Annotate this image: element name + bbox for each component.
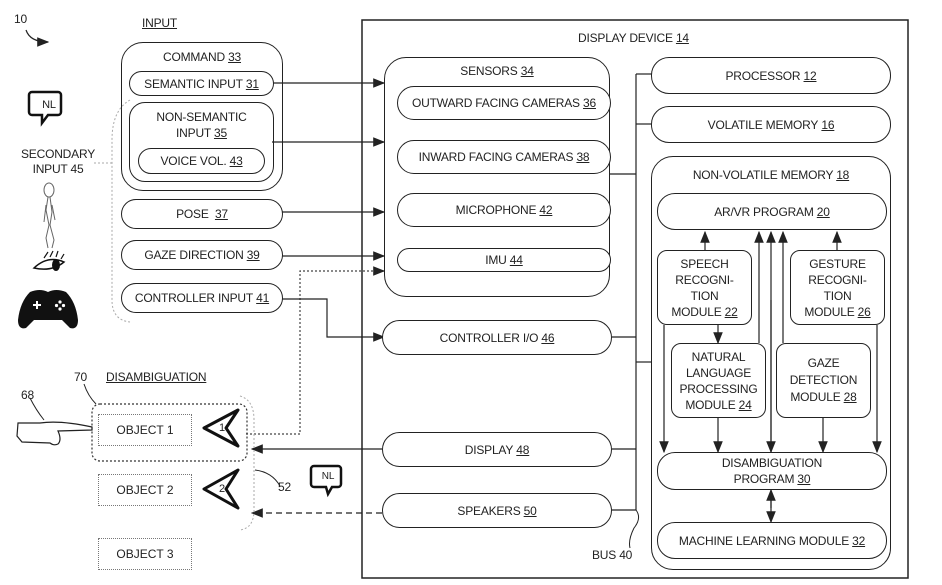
figure-ref-number: 10	[14, 12, 27, 26]
microphone[interactable]: MICROPHONE 42	[397, 193, 611, 227]
marker-2-label: 2	[219, 483, 225, 495]
objects-bracket	[239, 395, 255, 531]
inward-cameras[interactable]: INWARD FACING CAMERAS 38	[397, 140, 611, 174]
machine-learning-module[interactable]: MACHINE LEARNING MODULE 32	[657, 522, 887, 559]
non-semantic-input[interactable]: NON-SEMANTIC INPUT 35	[129, 102, 274, 182]
gesture-recognition-module[interactable]: GESTURE RECOGNI- TION MODULE 26	[790, 250, 885, 325]
object-2[interactable]: OBJECT 2	[98, 474, 192, 506]
semantic-input[interactable]: SEMANTIC INPUT 31	[129, 71, 274, 96]
imu[interactable]: IMU 44	[397, 248, 611, 272]
nl-speech-icon-right	[309, 464, 343, 498]
speech-recognition-module[interactable]: SPEECH RECOGNI- TION MODULE 22	[657, 250, 752, 325]
gamepad-icon	[18, 290, 78, 329]
ref-68: 68	[21, 388, 34, 402]
gaze-direction-input[interactable]: GAZE DIRECTION 39	[121, 240, 283, 270]
display[interactable]: DISPLAY 48	[382, 432, 612, 467]
nl-speech-icon-left	[27, 90, 63, 127]
object-3[interactable]: OBJECT 3	[98, 538, 192, 570]
controller-io[interactable]: CONTROLLER I/O 46	[382, 320, 612, 355]
display-device-frame	[361, 19, 909, 579]
secondary-input-label: SECONDARY INPUT 45	[21, 147, 95, 176]
bus-label: BUS 40	[592, 548, 633, 562]
command-label: COMMAND 33	[162, 50, 242, 64]
nl-badge-right: NL	[321, 471, 335, 482]
sensors-label: SENSORS 34	[460, 64, 534, 78]
controller-to-io	[282, 298, 386, 342]
object1-highlight	[91, 403, 248, 462]
non-semantic-label: NON-SEMANTIC INPUT 35	[156, 110, 247, 140]
sensors-group: SENSORS 34	[384, 57, 610, 297]
figure-ref-arrow	[25, 29, 50, 47]
input-title: INPUT	[142, 16, 178, 30]
display-device-title: DISPLAY DEVICE 14	[578, 31, 689, 45]
disambiguation-title: DISAMBIGUATION	[106, 370, 207, 384]
outward-cameras[interactable]: OUTWARD FACING CAMERAS 36	[397, 86, 611, 120]
pointing-hand-icon	[16, 397, 93, 446]
processor[interactable]: PROCESSOR 12	[651, 57, 891, 94]
secondary-input-bracket	[111, 99, 131, 323]
nlp-module[interactable]: NATURAL LANGUAGE PROCESSING MODULE 24	[671, 343, 766, 418]
bus-ref-curve	[629, 509, 640, 549]
gaze-detection-module[interactable]: GAZE DETECTION MODULE 28	[776, 343, 871, 418]
controller-input[interactable]: CONTROLLER INPUT 41	[121, 283, 283, 313]
object-1[interactable]: OBJECT 1	[98, 414, 192, 446]
ref-52: 52	[278, 480, 291, 494]
marker-2-icon	[202, 468, 240, 510]
pose-figure-icon	[43, 182, 56, 249]
marker-1-icon	[202, 408, 240, 448]
non-volatile-memory-label: NON-VOLATILE MEMORY 18	[692, 168, 850, 182]
ref-70-curve	[83, 383, 97, 405]
speakers[interactable]: SPEAKERS 50	[382, 493, 612, 528]
marker-1-label: 1	[219, 422, 225, 434]
non-volatile-memory-group: NON-VOLATILE MEMORY 18	[651, 156, 891, 570]
nl-badge-left: NL	[42, 99, 56, 111]
pose-input[interactable]: POSE 37	[121, 199, 283, 229]
volatile-memory[interactable]: VOLATILE MEMORY 16	[651, 106, 891, 143]
command-group: COMMAND 33	[121, 42, 283, 191]
disambiguation-program[interactable]: DISAMBIGUATION PROGRAM 30	[657, 452, 887, 490]
eye-icon	[32, 250, 66, 271]
ref-70: 70	[74, 370, 87, 384]
ar-vr-program[interactable]: AR/VR PROGRAM 20	[657, 193, 887, 230]
voice-volume-input[interactable]: VOICE VOL. 43	[138, 148, 265, 174]
